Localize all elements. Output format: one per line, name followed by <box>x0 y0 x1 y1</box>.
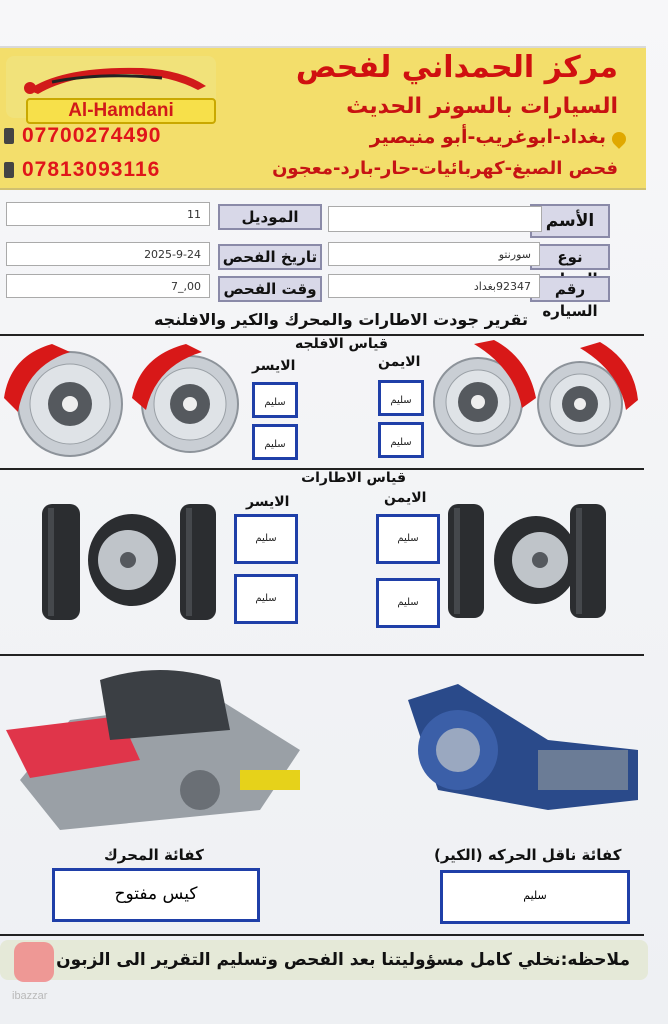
brake-disc-icon <box>4 344 239 457</box>
phone-number-1: 07700274490 <box>4 124 161 148</box>
tire-right-front-status: سليم <box>376 514 440 564</box>
tires-left-label: الايسر <box>246 494 290 510</box>
brake-right-rear-status: سليم <box>378 422 424 458</box>
center-title: مركز الحمداني لفحص <box>295 50 618 85</box>
watermark-logo <box>14 942 54 982</box>
name-label: الأسم <box>530 204 610 238</box>
section-divider <box>0 654 644 656</box>
report-title: تقرير جودت الاطارات والمحرك والكير والاف… <box>153 310 528 329</box>
engine-status: كيس مفتوح <box>52 868 260 922</box>
car-type-label: نوع السياره <box>530 244 610 288</box>
section-divider <box>0 468 644 470</box>
time-label: وقت الفحص <box>218 276 322 302</box>
center-services: فحص الصبغ-كهربائيات-حار-بارد-معجون <box>272 158 618 179</box>
brakes-left-label: الايسر <box>252 358 296 374</box>
gearbox-status: سليم <box>440 870 630 924</box>
phone-icon <box>4 162 14 179</box>
report-header: Al-Hamdani 07700274490 07813093116 مركز … <box>0 46 646 190</box>
vehicle-info-table: الأسم نوع السياره رقم السياره سورنتو 923… <box>0 192 640 320</box>
tires-right-label: الايمن <box>384 490 427 506</box>
engine-label: كفائة المحرك <box>104 846 204 864</box>
brake-right-front-status: سليم <box>378 380 424 416</box>
date-label: تاريخ الفحص <box>218 244 322 270</box>
brake-left-rear-status: سليم <box>252 424 298 460</box>
center-location: بغداد-ابوغريب-أبو منيصير <box>369 126 606 148</box>
brake-disc-icon <box>433 340 638 447</box>
gearbox-label: كفائة ناقل الحركه (الكير) <box>434 846 622 864</box>
phone-number-2-text: 07813093116 <box>22 158 161 181</box>
location-pin-icon <box>609 129 629 149</box>
phone-icon <box>4 128 14 145</box>
tire-right-rear-status: سليم <box>376 578 440 628</box>
brakes-title: قياس الافلجه <box>294 336 388 352</box>
tire-icon <box>42 504 216 620</box>
date-value: 2025-9-24 <box>6 242 210 266</box>
center-subtitle: السيارات بالسونر الحديث <box>346 94 618 119</box>
model-label: الموديل <box>218 204 322 230</box>
brakes-right-label: الايمن <box>378 354 421 370</box>
phone-number-1-text: 07700274490 <box>22 124 162 147</box>
car-type-value: سورنتو <box>328 242 540 266</box>
tire-left-rear-status: سليم <box>234 574 298 624</box>
plate-value: 92347بغداد <box>328 274 540 298</box>
tire-icon <box>448 504 606 618</box>
phone-number-2: 07813093116 <box>4 158 160 182</box>
section-divider <box>0 334 644 336</box>
section-divider <box>0 934 644 936</box>
gearbox-icon <box>408 684 638 810</box>
time-value: 7_,00 <box>6 274 210 298</box>
car-logo-icon <box>24 67 206 94</box>
engine-icon <box>6 670 300 830</box>
brake-left-front-status: سليم <box>252 382 298 418</box>
name-value <box>328 206 542 232</box>
model-value: 11 <box>6 202 210 226</box>
brand-logo-text: Al-Hamdani <box>26 98 216 124</box>
watermark-text: ibazzar <box>12 990 48 1002</box>
tires-title: قياس الاطارات <box>301 470 406 486</box>
disclaimer-note: ملاحظه:نخلي كامل مسؤوليتنا بعد الفحص وتس… <box>0 940 648 980</box>
plate-label: رقم السياره <box>530 276 610 320</box>
tire-left-front-status: سليم <box>234 514 298 564</box>
brand-logo: Al-Hamdani <box>6 56 216 124</box>
